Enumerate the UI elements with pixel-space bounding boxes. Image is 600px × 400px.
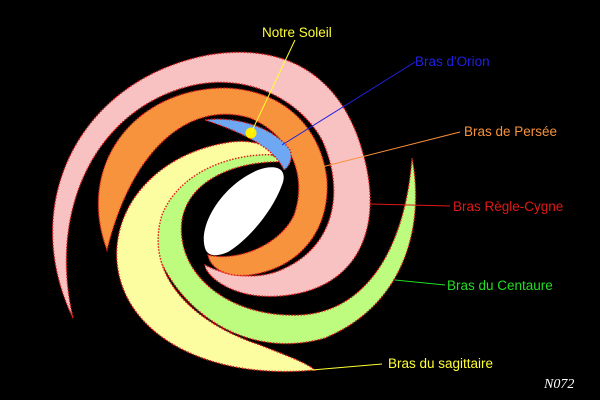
signature: N072	[543, 377, 574, 392]
label-perseus: Bras de Persée	[464, 124, 557, 139]
leader-orion	[281, 61, 416, 146]
leader-centaurus	[394, 279, 446, 286]
arm-perseus	[97, 87, 328, 277]
label-regle-cygne: Bras Règle-Cygne	[453, 199, 563, 214]
label-orion: Bras d'Orion	[415, 54, 490, 69]
label-centaurus: Bras du Centaure	[447, 278, 553, 293]
arm-regle-cygne	[51, 51, 371, 319]
leader-sagittarius	[311, 363, 383, 371]
leader-regle-cygne	[369, 203, 451, 207]
label-sun: Notre Soleil	[262, 25, 332, 40]
leader-sun	[250, 39, 296, 134]
galactic-core	[203, 167, 284, 256]
leader-perseus	[317, 131, 461, 169]
label-sagittarius: Bras du sagittaire	[388, 356, 493, 371]
